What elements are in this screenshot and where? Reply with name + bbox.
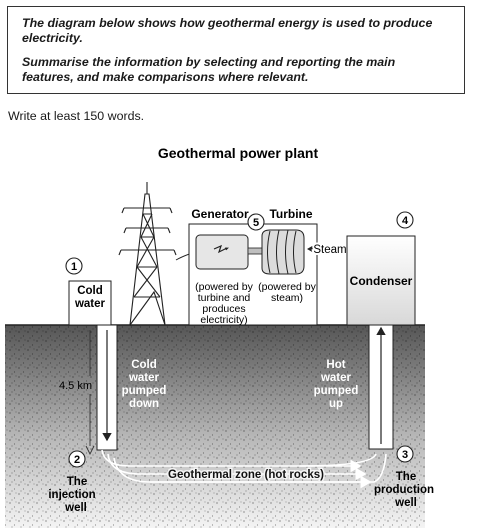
condenser-label: Condenser — [350, 274, 413, 288]
step-5-number: 5 — [253, 217, 259, 229]
task-prompt-line-1: The diagram below shows how geothermal e… — [22, 16, 433, 45]
svg-text:Cold: Cold — [131, 359, 157, 371]
step-4-number: 4 — [402, 215, 409, 227]
hot-water-pumped-up-label: Hot water pumped up — [314, 359, 359, 410]
svg-text:up: up — [329, 398, 343, 410]
geothermal-diagram: Geothermal power plant 4.5 km Geothermal… — [5, 145, 434, 528]
svg-text:water: water — [320, 372, 352, 384]
step-4-badge: 4 — [396, 211, 414, 229]
svg-text:(powered by: (powered by — [195, 281, 254, 293]
svg-text:down: down — [129, 398, 159, 410]
task-prompt-line-2: Summarise the information by selecting a… — [22, 55, 396, 84]
step-2-number: 2 — [74, 454, 80, 466]
svg-text:turbine and: turbine and — [198, 292, 251, 304]
step-2-badge: 2 — [68, 450, 86, 468]
svg-text:produces: produces — [202, 303, 245, 315]
diagram-title: Geothermal power plant — [158, 145, 319, 161]
svg-text:Hot: Hot — [326, 359, 345, 371]
svg-text:electricity): electricity) — [200, 314, 247, 326]
injection-well-caption: The injection well — [48, 476, 95, 514]
svg-text:pumped: pumped — [314, 385, 359, 397]
injection-well-shaft — [96, 324, 118, 451]
cold-water-tank: Cold water — [68, 280, 112, 326]
step-5-badge: 5 — [247, 213, 265, 231]
turbine-label: Turbine — [269, 207, 312, 221]
depth-label: 4.5 km — [59, 380, 92, 392]
production-well-caption: The production well — [374, 471, 434, 509]
svg-text:well: well — [394, 497, 417, 509]
step-1-number: 1 — [71, 261, 77, 273]
generator-icon — [195, 234, 249, 270]
task-prompt-box: The diagram below shows how geothermal e… — [7, 6, 465, 94]
step-3-number: 3 — [402, 449, 408, 461]
svg-text:(powered by: (powered by — [258, 281, 317, 293]
ground-layer — [5, 324, 425, 528]
svg-text:The: The — [67, 476, 87, 488]
svg-text:well: well — [64, 502, 87, 514]
svg-text:injection: injection — [48, 489, 95, 501]
condenser-unit: Condenser — [346, 235, 416, 326]
word-count-instruction: Write at least 150 words. — [8, 109, 145, 123]
pylon-icon — [118, 182, 177, 326]
geothermal-zone-label: Geothermal zone (hot rocks) — [168, 469, 324, 481]
generator-label: Generator — [191, 207, 249, 221]
geothermal-flow-arrows — [101, 449, 387, 489]
svg-text:water: water — [128, 372, 160, 384]
steam-label: Steam — [313, 244, 346, 256]
turbine-icon — [261, 229, 305, 275]
step-3-badge: 3 — [396, 445, 414, 463]
cold-water-pumped-down-label: Cold water pumped down — [122, 359, 167, 410]
production-well-shaft — [368, 320, 394, 450]
depth-indicator: 4.5 km — [59, 330, 95, 456]
generator-note: (powered by turbine and produces electri… — [195, 281, 254, 326]
svg-text:steam): steam) — [271, 292, 303, 304]
svg-text:production: production — [374, 484, 434, 496]
cold-water-label-2: water — [74, 298, 106, 310]
step-1-badge: 1 — [65, 257, 83, 275]
svg-text:The: The — [396, 471, 416, 483]
cold-water-label-1: Cold — [77, 285, 103, 297]
turbine-shaft — [247, 247, 263, 255]
turbine-note: (powered by steam) — [258, 281, 317, 304]
svg-text:pumped: pumped — [122, 385, 167, 397]
